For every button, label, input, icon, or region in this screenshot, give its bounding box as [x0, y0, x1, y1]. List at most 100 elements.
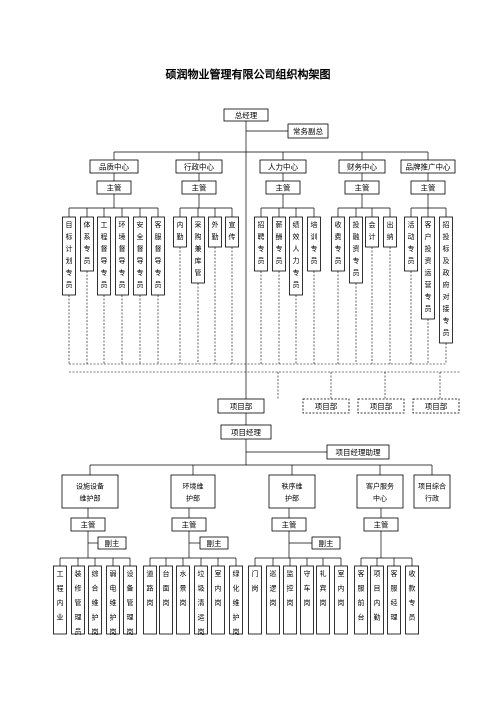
- gm-box-label: 总经理: [235, 110, 258, 120]
- bottom-role-box-2-2-frame: [283, 565, 297, 635]
- top-role-box-0-1-frame: [80, 216, 94, 272]
- top-role-box-2-3-char: 员: [311, 257, 318, 265]
- bottom-role-box-3-0-char: 服: [358, 585, 365, 593]
- bottom-role-box-1-4-char: 岗: [215, 599, 222, 607]
- top-role-box-3-1-char: 专: [353, 256, 360, 265]
- bottom-deputy-box-0-frame: [97, 536, 127, 550]
- dept-head-box-0-label: 主管: [107, 183, 122, 193]
- bottom-role-box-2-4-char: 宾: [320, 584, 327, 593]
- bottom-role-box-2-3: 守车岗: [300, 565, 314, 635]
- bottom-role-box-3-3-char: 收: [409, 569, 416, 578]
- bottom-deputy-box-1-frame: [199, 536, 229, 550]
- bottom-role-box-1-1-char: 岗: [163, 599, 170, 607]
- top-role-box-3-1-char: 员: [353, 269, 360, 277]
- bottom-role-box-0-1-char: 员: [75, 628, 82, 636]
- bottom-head-box-1: 主管: [171, 517, 207, 532]
- bottom-role-box-2-1-frame: [266, 565, 280, 635]
- pm-box: 项目经理: [220, 424, 272, 440]
- project-box-2-frame: [357, 398, 405, 414]
- bottom-role-box-1-1-char: 面: [163, 585, 170, 593]
- dept-head-box-3-label: 主管: [355, 183, 370, 193]
- bottom-role-box-1-2-char: 景: [180, 585, 187, 593]
- top-role-box-3-0-char: 员: [335, 257, 342, 265]
- dept-head-box-4-frame: [410, 180, 446, 195]
- bottom-role-box-0-4-char: 理: [127, 614, 134, 622]
- dept-head-box-2-frame: [265, 180, 301, 195]
- bottom-role-box-2-1-char: 岗: [270, 599, 277, 607]
- bottom-role-box-0-0-char: 业: [57, 613, 64, 622]
- bottom-role-box-0-2-char: 综: [92, 569, 99, 578]
- top-role-box-4-1-char: 营: [425, 280, 432, 289]
- bottom-role-box-1-1-frame: [159, 565, 173, 635]
- bottom-role-box-2-2: 监控岗: [283, 565, 297, 635]
- top-role-box-0-4-char: 全: [137, 232, 144, 241]
- bottom-role-box-3-2-char: 理: [391, 614, 398, 622]
- top-role-box-0-3-char: 境: [119, 232, 126, 241]
- top-role-box-0-2-char: 员: [101, 281, 108, 289]
- bottom-role-box-1-2: 水景岗: [176, 565, 190, 635]
- deputy-box-frame: [287, 123, 329, 139]
- bottom-role-box-0-0-char: 工: [57, 570, 64, 578]
- bottom-head-box-3: 主管: [363, 517, 399, 532]
- top-role-box-1-3-char: 传: [229, 232, 236, 241]
- bottom-role-box-1-0: 道路岗: [143, 565, 157, 635]
- top-role-box-4-1-char: 户: [425, 232, 432, 241]
- top-role-box-0-2-frame: [97, 216, 111, 296]
- bottom-dept-box-3-label: 中心: [373, 494, 387, 503]
- bottom-role-box-3-1-char: 项: [374, 570, 381, 578]
- top-role-box-1-0-char: 勤: [177, 232, 184, 241]
- bottom-role-box-1-5-char: 化: [233, 584, 240, 593]
- top-role-box-0-4-char: 员: [137, 281, 144, 289]
- top-role-box-4-0-char: 专: [408, 244, 415, 253]
- bottom-role-box-0-3-char: 维: [110, 598, 117, 607]
- bottom-role-box-3-0-char: 台: [358, 613, 365, 622]
- bottom-head-box-0-label: 主管: [81, 520, 96, 530]
- bottom-role-box-3-2-char: 经: [391, 598, 398, 607]
- top-role-box-0-1-char: 专: [84, 244, 91, 253]
- top-role-box-3-3-char: 纳: [387, 232, 394, 241]
- bottom-role-box-1-3-char: 岗: [198, 628, 205, 636]
- top-role-box-0-5-char: 导: [155, 257, 162, 265]
- top-role-box-1-0-char: 内: [177, 220, 184, 229]
- bottom-role-box-1-3-char: 运: [198, 614, 205, 622]
- bottom-role-box-3-1-frame: [370, 565, 384, 635]
- top-role-box-0-4-char: 导: [137, 257, 144, 265]
- bottom-role-box-2-2-char: 控: [287, 584, 294, 593]
- dept-box-3: 财务中心: [338, 159, 386, 174]
- bottom-role-box-1-2-char: 岗: [180, 599, 187, 607]
- top-role-box-0-2-char: 工: [101, 221, 108, 229]
- top-role-box-0-1-char: 体: [84, 220, 91, 229]
- bottom-head-box-2-frame: [271, 517, 307, 532]
- top-role-box-2-0-frame: [254, 216, 268, 272]
- dept-head-box-3-frame: [344, 180, 380, 195]
- dept-box-3-label: 财务中心: [347, 162, 377, 172]
- bottom-role-box-2-1: 巡逻岗: [266, 565, 280, 635]
- top-role-box-3-0-char: 专: [335, 244, 342, 253]
- bottom-dept-box-3-frame: [356, 474, 404, 509]
- top-role-box-4-2-char: 对: [443, 292, 450, 301]
- bottom-role-box-3-2-char: 服: [391, 585, 398, 593]
- bottom-deputy-box-0-label: 副主: [105, 538, 120, 548]
- dept-head-box-0-frame: [96, 180, 132, 195]
- top-role-box-0-5-frame: [151, 216, 165, 296]
- top-role-box-2-3-char: 培: [311, 220, 318, 229]
- bottom-role-box-3-1-char: 勤: [374, 613, 381, 622]
- bottom-dept-box-0-label: 维护部: [80, 494, 101, 503]
- top-role-box-2-1-frame: [272, 216, 286, 272]
- top-role-box-1-2: 外勤: [208, 216, 222, 248]
- bottom-role-box-2-5-frame: [334, 565, 348, 635]
- dept-box-0-frame: [89, 159, 139, 174]
